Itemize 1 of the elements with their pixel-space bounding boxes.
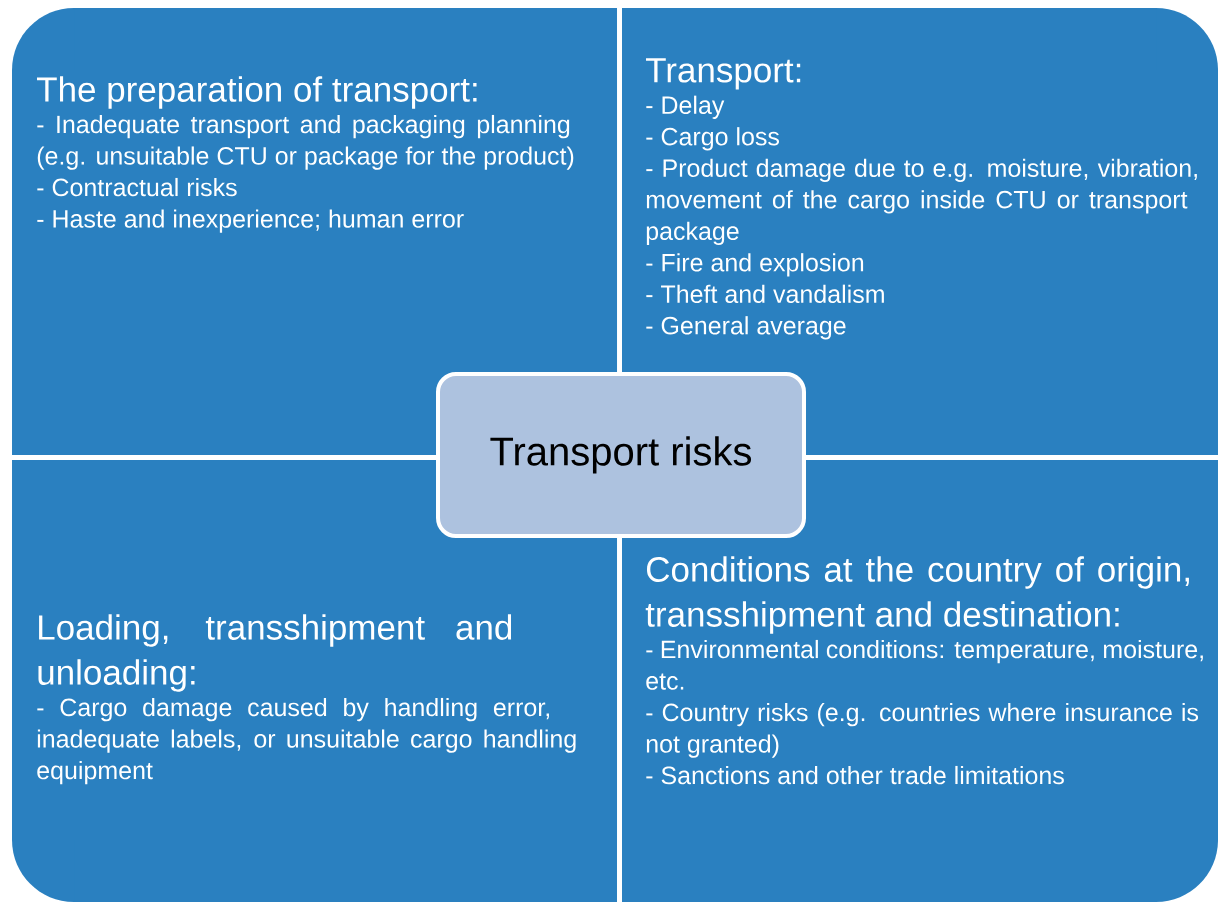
center-box: Transport risks (436, 372, 806, 538)
